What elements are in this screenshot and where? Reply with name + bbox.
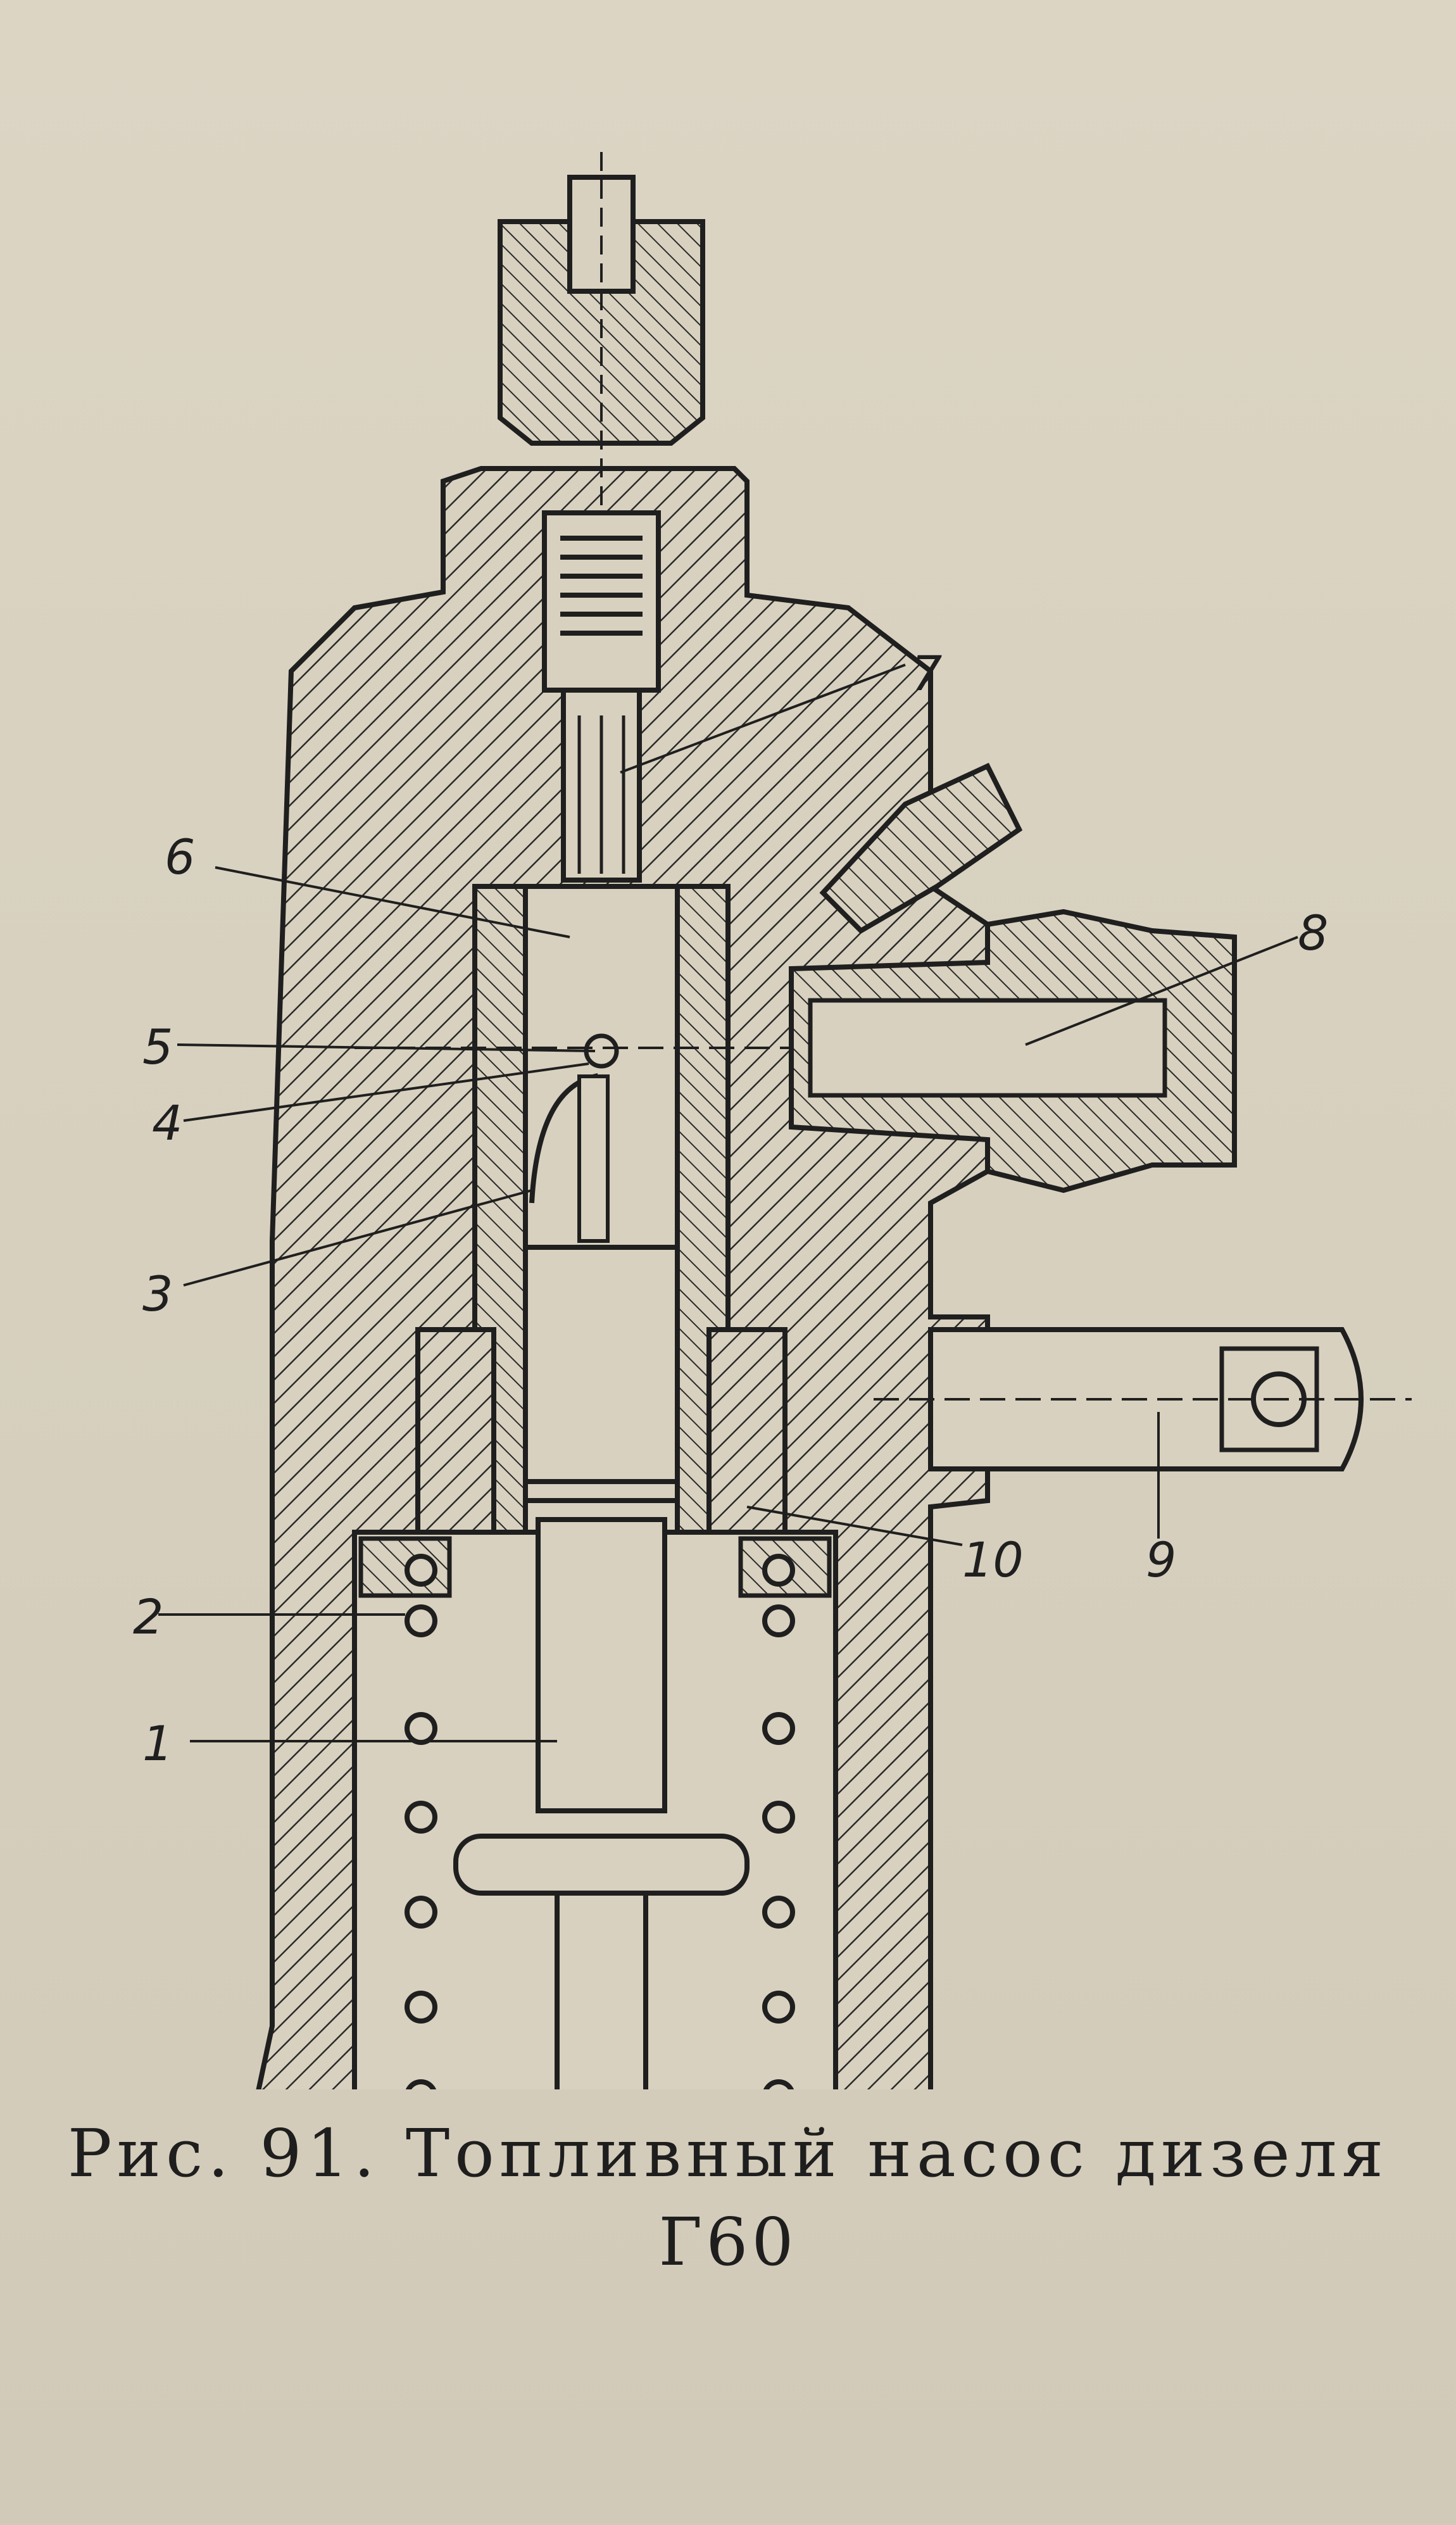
plunger (536, 1517, 667, 1813)
caption-model: Г60 (658, 2203, 798, 2281)
bleed-screw (819, 762, 1023, 935)
inlet-bore (808, 998, 1167, 1098)
callout-1: 1 (142, 1715, 173, 1772)
callout-8: 8 (1298, 905, 1328, 961)
plunger-foot (453, 1834, 750, 1896)
callout-5: 5 (142, 1019, 173, 1075)
leader-lines (158, 664, 1298, 1742)
plunger-spring (405, 1554, 795, 2089)
caption-title: Рис. 91. Топливный насос дизеля (67, 2115, 1389, 2192)
valve-spring (560, 536, 643, 636)
callout-6: 6 (165, 829, 195, 885)
callout-10: 10 (962, 1532, 1024, 1588)
callout-9: 9 (1146, 1532, 1176, 1588)
callout-2: 2 (133, 1589, 163, 1645)
callout-3: 3 (142, 1266, 173, 1322)
valve-chamber (542, 510, 661, 693)
callout-7: 7 (912, 645, 942, 702)
figure-caption: Рис. 91. Топливный насос дизеля Г60 (0, 2115, 1456, 2281)
fuel-pump-drawing: 6 7 8 5 4 3 10 9 2 1 (133, 152, 1412, 2089)
callout-4: 4 (152, 1095, 182, 1151)
